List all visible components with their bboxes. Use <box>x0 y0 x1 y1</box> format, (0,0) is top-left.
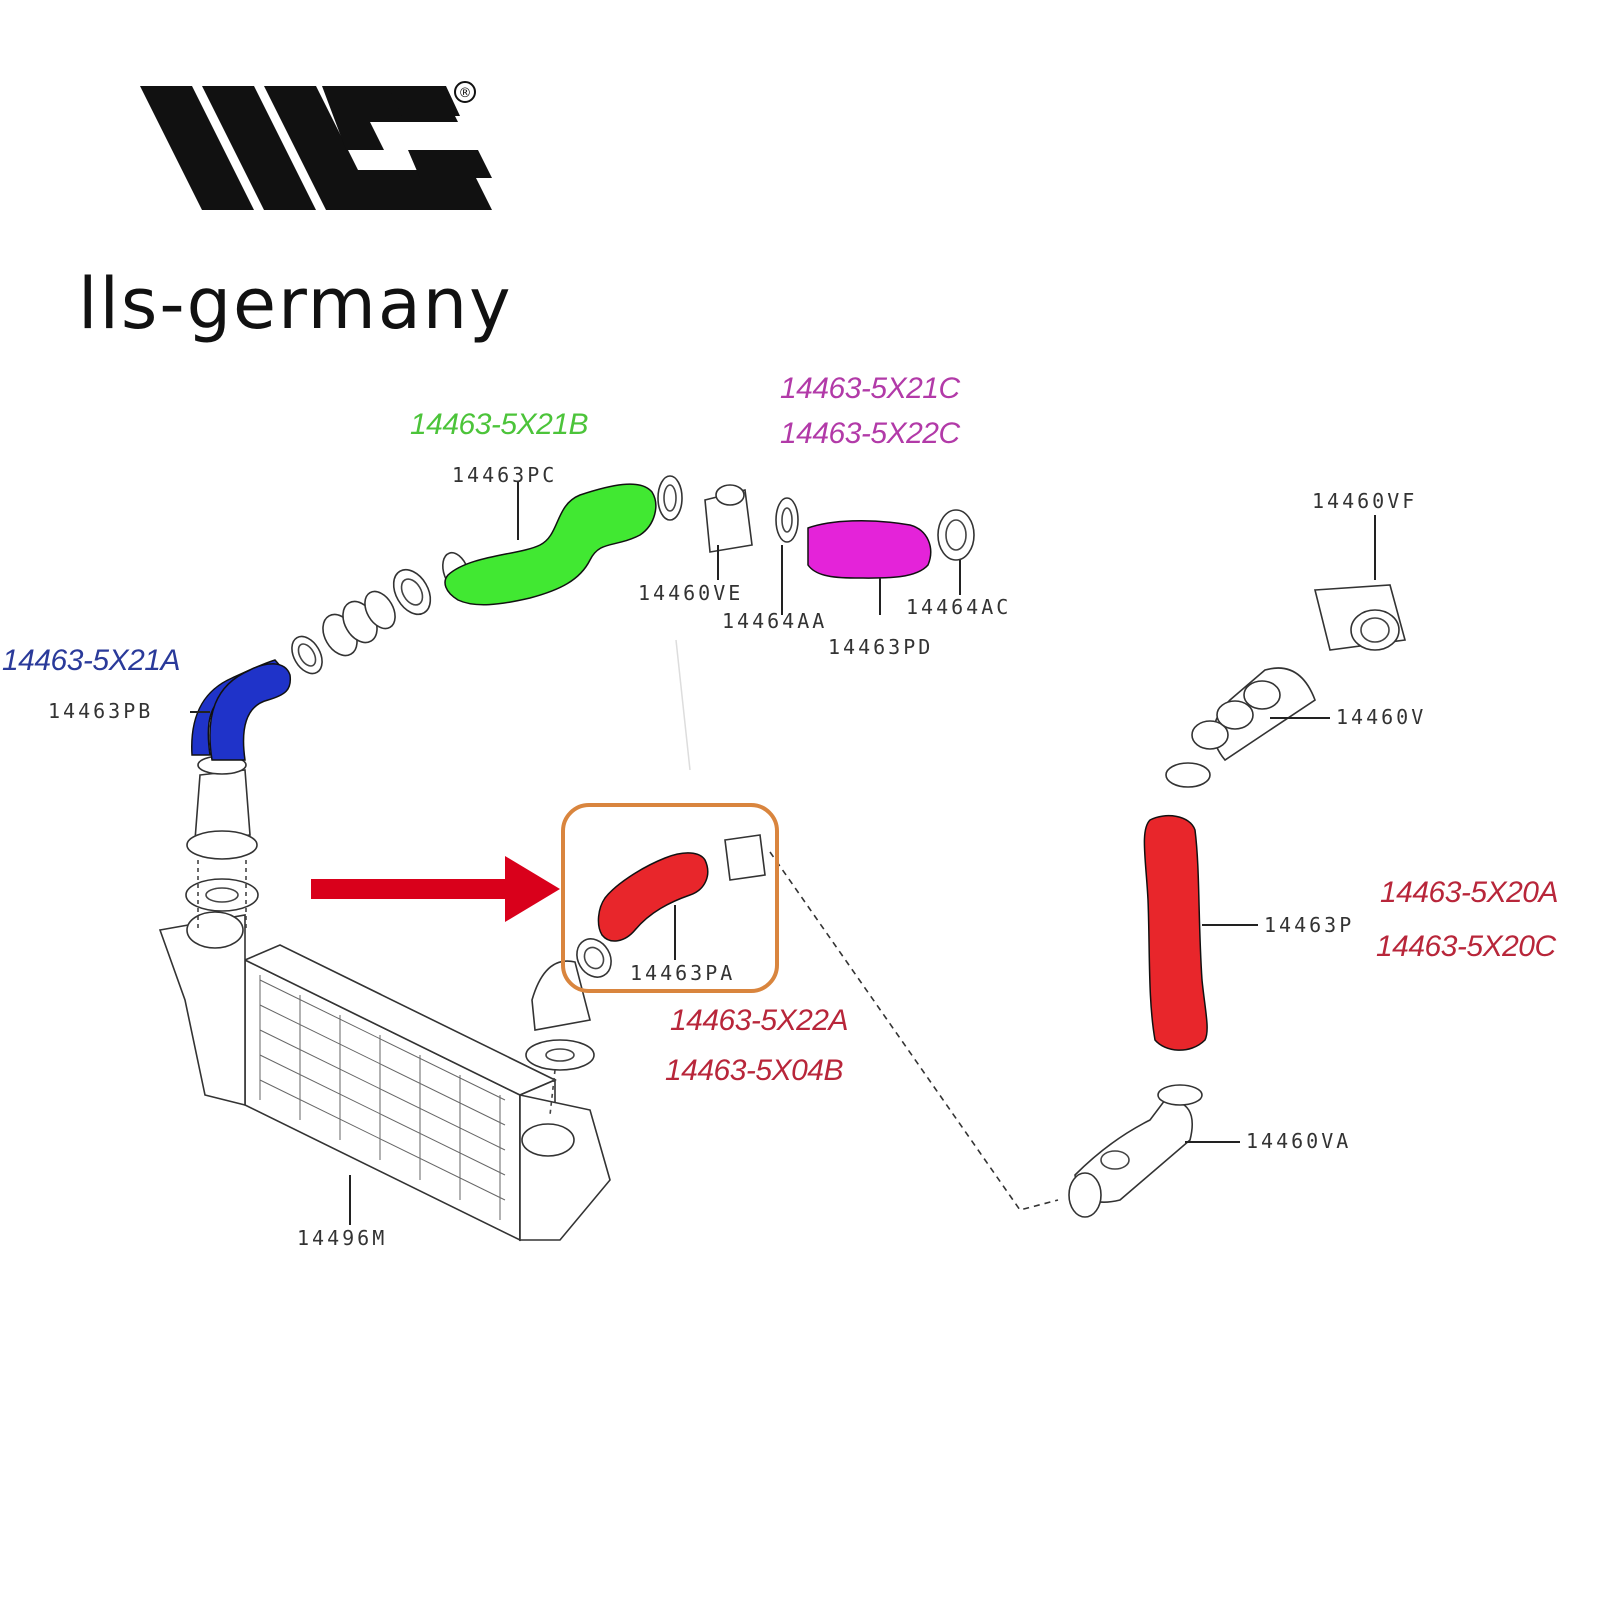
callout-14463pd: 14463PD <box>828 635 933 659</box>
left-outlet-elbow <box>185 755 259 930</box>
callout-14463pb: 14463PB <box>48 699 153 723</box>
callout-14464ac: 14464AC <box>906 595 1011 619</box>
oem-red-highlight-2: 14463-5X04B <box>665 1054 843 1087</box>
highlight-clamps <box>576 834 766 978</box>
registered-mark: ® <box>454 81 476 103</box>
intercooler-drawing <box>158 911 611 1242</box>
right-assembly <box>1068 584 1407 1218</box>
oem-magenta-1: 14463-5X21C <box>780 372 960 405</box>
oem-red-highlight-1: 14463-5X22A <box>670 1004 848 1037</box>
oem-magenta-2: 14463-5X22C <box>780 417 960 450</box>
callout-14460v: 14460V <box>1336 705 1426 729</box>
callout-14460vf: 14460VF <box>1312 489 1417 513</box>
svg-text:®: ® <box>459 86 472 101</box>
callout-14460va: 14460VA <box>1246 1129 1351 1153</box>
callout-14463pa: 14463PA <box>630 961 735 985</box>
highlight-box <box>561 803 779 993</box>
leader-lines <box>190 482 1376 1225</box>
dashed-route <box>769 851 1059 1211</box>
hose-red-right <box>1143 814 1208 1051</box>
callout-14463pc: 14463PC <box>452 463 557 487</box>
hose-blue-body <box>209 663 292 761</box>
hose-red-highlighted <box>597 852 709 942</box>
pointer-arrow <box>311 856 560 922</box>
oem-red-right-2: 14463-5X20C <box>1376 930 1556 963</box>
oem-red-right-1: 14463-5X20A <box>1380 876 1558 909</box>
callout-14496m: 14496M <box>297 1226 387 1250</box>
hose-magenta <box>807 520 932 579</box>
lls-logo <box>140 86 492 210</box>
hose-green <box>444 483 657 606</box>
callout-14463p: 14463P <box>1264 913 1354 937</box>
oem-green-1: 14463-5X21B <box>410 408 588 441</box>
faint-pointer <box>675 639 691 771</box>
brand-name: lls-germany <box>78 263 513 345</box>
upper-clamps <box>291 475 975 675</box>
oem-blue-1: 14463-5X21A <box>2 644 180 677</box>
callout-14464aa: 14464AA <box>722 609 827 633</box>
center-inlet-elbow <box>525 960 595 1116</box>
callout-14460ve: 14460VE <box>638 581 743 605</box>
